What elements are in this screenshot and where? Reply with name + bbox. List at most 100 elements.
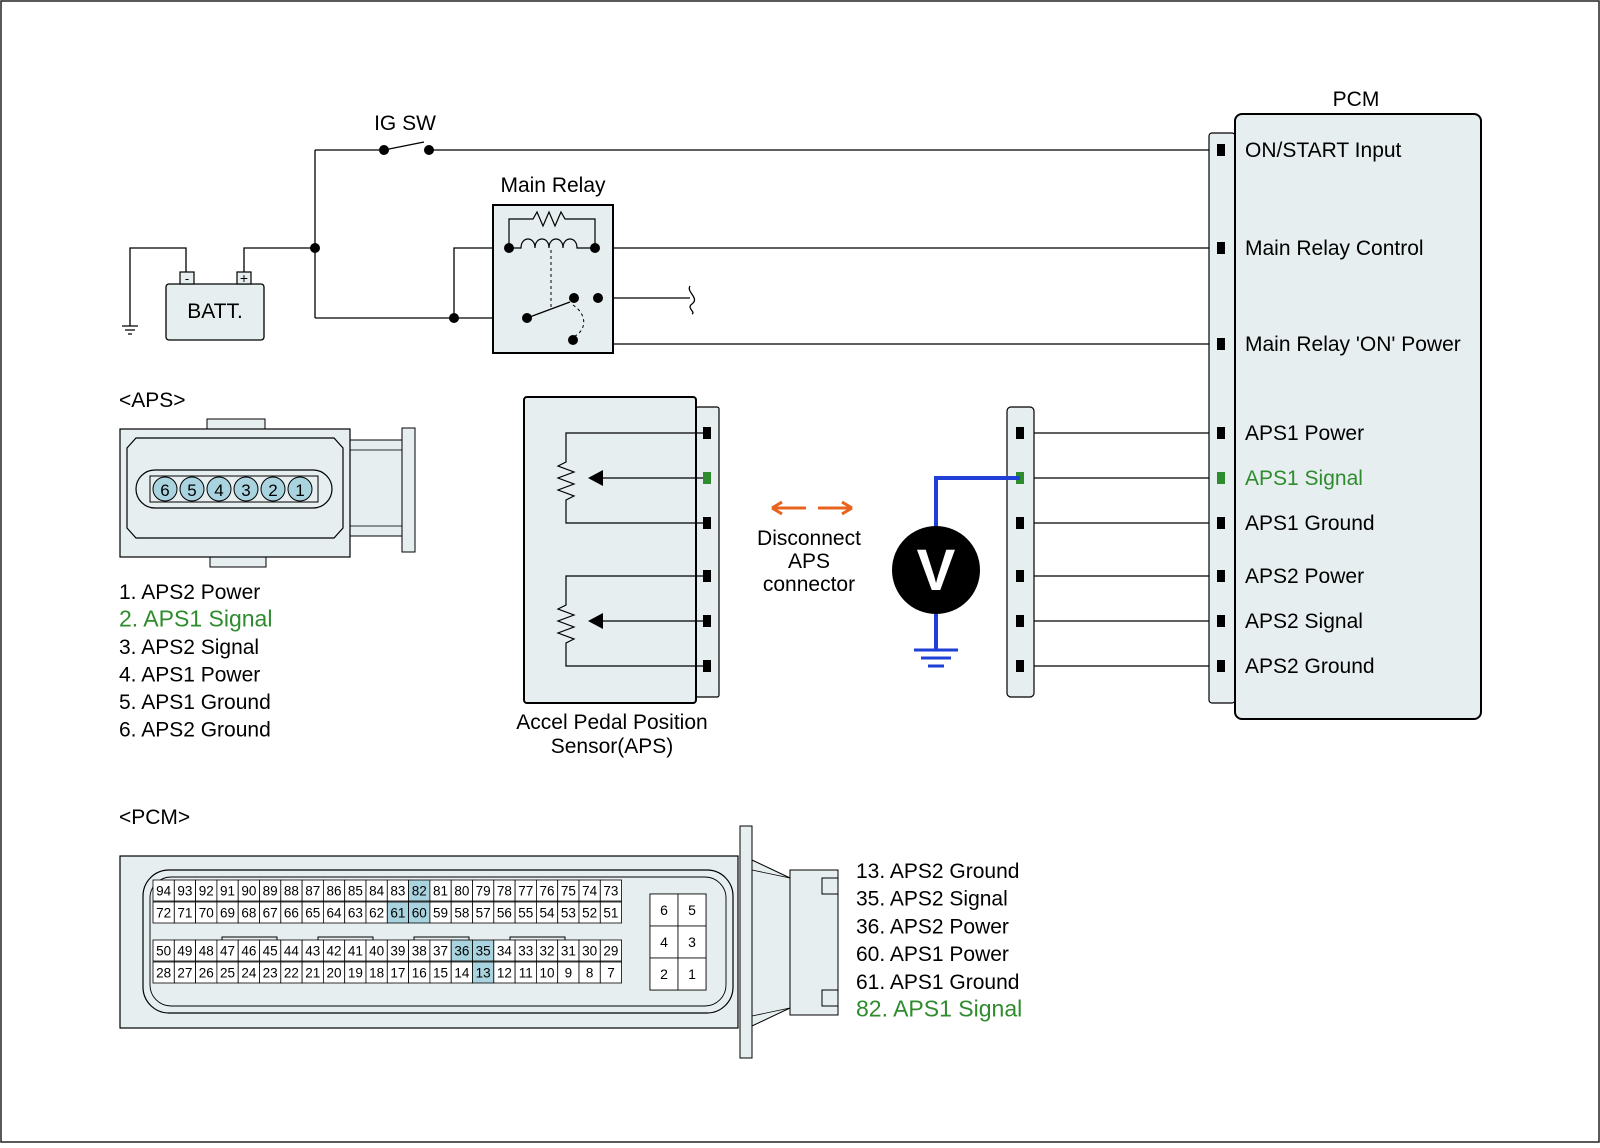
- meter-body: [892, 526, 980, 614]
- pcm-connector-pin-number: 74: [582, 884, 598, 899]
- meter-lead: [934, 476, 1020, 650]
- disconnect-line-2: APS: [788, 550, 830, 573]
- battery-minus-label: -: [185, 271, 189, 286]
- pcm-connector-pin-number: 23: [263, 966, 278, 981]
- pcm-connector-pin-number: 80: [454, 884, 469, 899]
- pcm-terminal-label: Main Relay Control: [1245, 237, 1424, 260]
- pcm-pin-list-item: 60. APS1 Power: [856, 943, 1009, 966]
- pcm-connector-pin-number: 70: [199, 906, 214, 921]
- pcm-connector-pin-number: 92: [199, 884, 214, 899]
- pcm-terminal-pin: [1217, 427, 1225, 439]
- pcm-connector-pin-number: 21: [305, 966, 320, 981]
- pcm-connector-pin-number: 32: [540, 944, 555, 959]
- pcm-connector-pin-number: 18: [369, 966, 384, 981]
- pcm-connector-pin-number: 87: [305, 884, 320, 899]
- aps-pin-list-item: 3. APS2 Signal: [119, 636, 259, 659]
- pcm-connector-pin-number: 33: [518, 944, 533, 959]
- aps-sensor-pin: [703, 517, 711, 529]
- harness-pin: [1016, 660, 1024, 672]
- pcm-connector-pin-number: 48: [199, 944, 214, 959]
- aps-sensor-label-line-1: Accel Pedal Position: [516, 711, 707, 734]
- pcm-connector-pin-number: 72: [156, 906, 171, 921]
- pcm-connector-pin-number: 73: [603, 884, 618, 899]
- pcm-connector-pin-number: 14: [454, 966, 470, 981]
- pcm-connector-pin-number: 84: [369, 884, 385, 899]
- pcm-connector-pin-number: 19: [348, 966, 363, 981]
- pcm-connector-pin-number: 68: [241, 906, 256, 921]
- battery-plus-label: +: [240, 270, 248, 286]
- pcm-terminal-pin: [1217, 472, 1225, 484]
- pcm-title: PCM: [1333, 88, 1380, 111]
- aps-sensor-pins: [703, 427, 711, 672]
- pcm-connector-pin-number: 62: [369, 906, 384, 921]
- pcm-connector-pin-number: 36: [454, 944, 469, 959]
- aps-pin-list-item: 5. APS1 Ground: [119, 691, 271, 714]
- aps-connector-pin: [179, 476, 205, 502]
- pcm-connector-pin-number: 16: [412, 966, 427, 981]
- aps-sensor: Accel Pedal Position Sensor(APS): [516, 396, 720, 758]
- pcm-terminal-pin: [1217, 615, 1225, 627]
- pcm-terminal-pin: [1217, 242, 1225, 254]
- pcm-connector-pin-number: 25: [220, 966, 235, 981]
- main-relay: Main Relay: [492, 174, 614, 354]
- battery-negative-wire: [129, 247, 187, 326]
- pcm-small-block-pin-number: 5: [688, 902, 696, 918]
- pcm-connector-pin-number: 57: [476, 906, 491, 921]
- pcm-connector-pin-number: 44: [284, 944, 300, 959]
- pcm-connector-pin-number: 26: [199, 966, 214, 981]
- pcm-connector-pin-number: 45: [263, 944, 278, 959]
- pcm-connector-pin-number: 71: [177, 906, 192, 921]
- pcm-connector-pin-number: 29: [603, 944, 618, 959]
- aps1-wiper-arrow: [588, 470, 603, 486]
- aps2-potentiometer: [556, 575, 707, 667]
- pcm-connector-pin-number: 15: [433, 966, 448, 981]
- aps2-wiper-arrow: [588, 613, 603, 629]
- aps-connector-pin-number: 3: [241, 481, 250, 500]
- relay-coil-feed: [453, 247, 509, 318]
- pcm-terminal-pin: [1217, 570, 1225, 582]
- aps-sensor-pin: [703, 660, 711, 672]
- pcm-connector-pin-number: 11: [519, 966, 533, 981]
- aps-sensor-pin: [703, 427, 711, 439]
- pcm-connector-pin-number: 28: [156, 966, 171, 981]
- pcm-connector-pin-number: 34: [497, 944, 513, 959]
- junction-dot: [449, 313, 459, 323]
- pcm-small-block-pin: [649, 893, 679, 927]
- junction-dot: [310, 243, 320, 253]
- aps-sensor-pin: [703, 472, 711, 484]
- arrow-left-icon: [771, 500, 806, 516]
- meter-symbol: V: [917, 538, 956, 603]
- harness-pin: [1016, 570, 1024, 582]
- aps-connector-pin: [206, 476, 232, 502]
- pcm-connector-pin-number: 64: [327, 906, 343, 921]
- ig-switch-contact-right: [424, 145, 434, 155]
- pcm-connector-pin-number: 85: [348, 884, 363, 899]
- pcm-connector-pin-number: 8: [586, 966, 594, 981]
- pcm-connector-pin-number: 61: [390, 906, 405, 921]
- pcm-connector-pin-number: 75: [561, 884, 576, 899]
- pcm-pin-list-item: 61. APS1 Ground: [856, 971, 1019, 994]
- pcm-connector-pin-number: 27: [177, 966, 192, 981]
- aps-connector-pin-number: 5: [187, 481, 196, 500]
- aps-connector-pin: [233, 476, 259, 502]
- ig-switch-contact-left: [379, 145, 389, 155]
- aps-connector-pin-number: 2: [268, 481, 277, 500]
- pcm-connector-pin-number: 12: [497, 966, 512, 981]
- aps-connector-pin-number: 1: [295, 481, 304, 500]
- pcm-connector-pin-number: 24: [241, 966, 257, 981]
- pcm-terminal-pin: [1217, 144, 1225, 156]
- wire-continuation-mark: [688, 285, 696, 315]
- pcm-terminal-label: APS2 Ground: [1245, 655, 1375, 678]
- aps-sensor-connector-strip: [695, 406, 720, 698]
- pcm-section-label: <PCM>: [119, 806, 190, 829]
- pcm-terminal-label: APS1 Signal: [1245, 467, 1363, 490]
- disconnect-line-1: Disconnect: [757, 527, 861, 550]
- pcm-terminal-pin: [1217, 660, 1225, 672]
- battery: - + BATT.: [165, 270, 265, 341]
- aps-connector-pin: [287, 476, 313, 502]
- pcm-connector-pin-number: 81: [433, 884, 448, 899]
- harness-pin: [1016, 517, 1024, 529]
- pcm-connector-pin-number: 53: [561, 906, 576, 921]
